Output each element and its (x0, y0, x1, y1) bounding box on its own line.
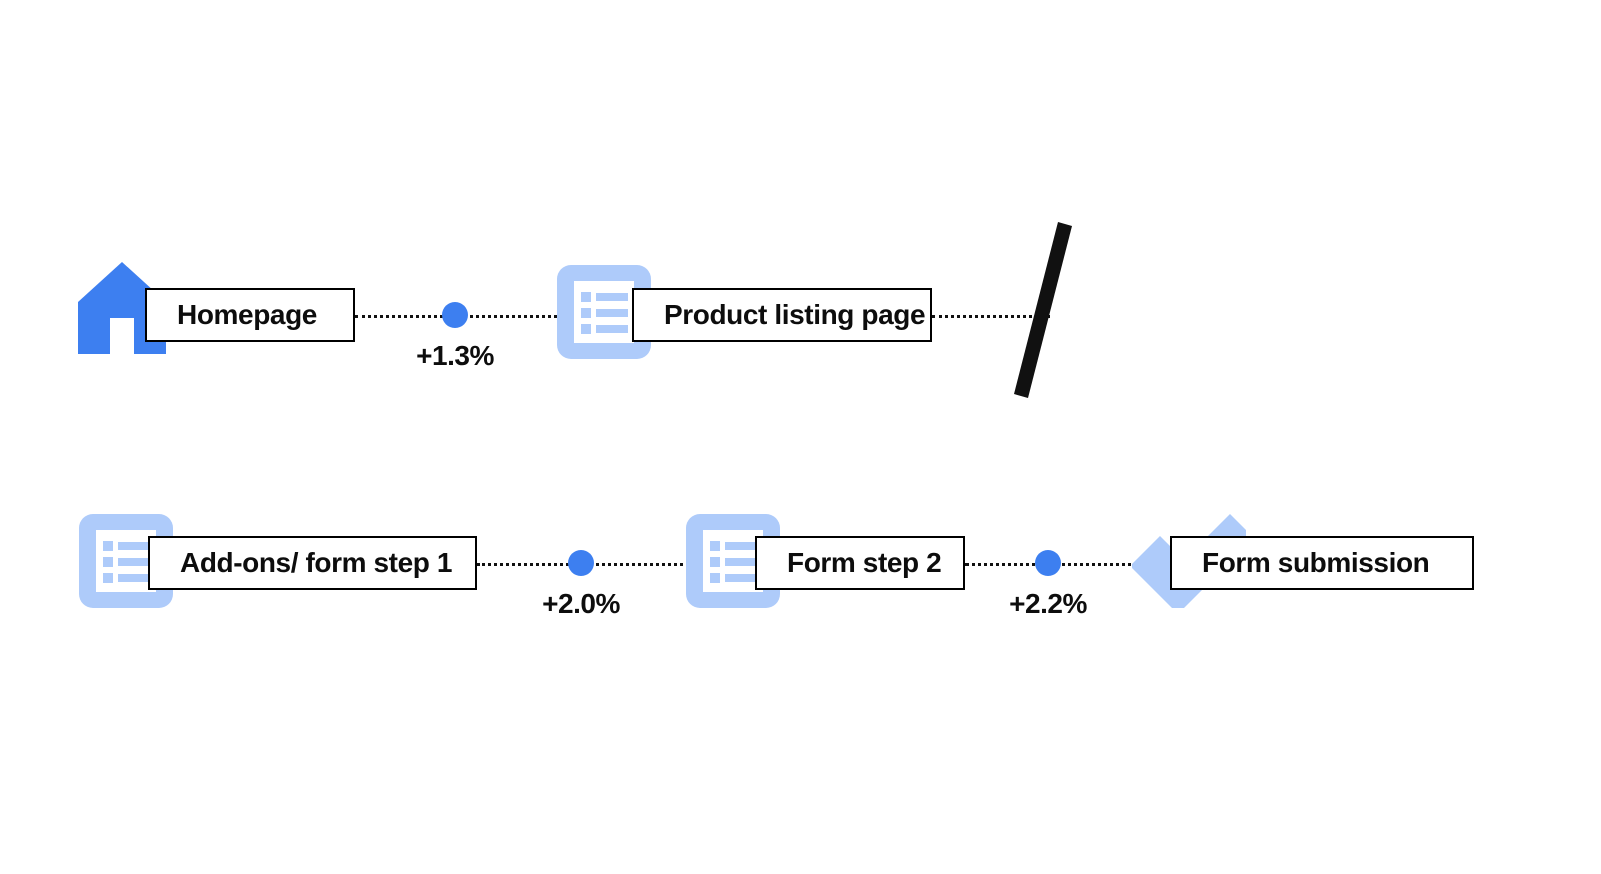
connector-step2-to-submission (965, 563, 1205, 566)
metric-label-step2-to-submission: +2.2% (1009, 588, 1087, 619)
node-product-listing-page[interactable]: Product listing page (632, 288, 932, 342)
diagonal-slash-icon (1000, 222, 1086, 402)
metric-dot-step2-to-submission[interactable] (1035, 550, 1061, 576)
node-form-step-2-label: Form step 2 (787, 547, 942, 578)
metric-label-homepage-to-listing: +1.3% (416, 340, 494, 371)
node-addons-form-step-1[interactable]: Add-ons/ form step 1 (148, 536, 477, 590)
metric-label-step1-to-step2: +2.0% (542, 588, 620, 619)
node-homepage[interactable]: Homepage (145, 288, 355, 342)
node-form-step-2[interactable]: Form step 2 (755, 536, 965, 590)
connector-homepage-to-listing (355, 315, 635, 318)
node-homepage-label: Homepage (177, 299, 317, 330)
node-addons-form-step-1-label: Add-ons/ form step 1 (180, 547, 453, 578)
list-document-icon-product-listing (557, 265, 651, 359)
metric-dot-step1-to-step2[interactable] (568, 550, 594, 576)
house-icon (78, 262, 166, 354)
connector-listing-to-break (932, 315, 1050, 318)
connector-step1-to-step2 (477, 563, 767, 566)
metric-dot-homepage-to-listing[interactable] (442, 302, 468, 328)
node-product-listing-page-label: Product listing page (664, 299, 926, 330)
node-form-submission-label: Form submission (1202, 547, 1430, 578)
node-form-submission[interactable]: Form submission (1170, 536, 1474, 590)
